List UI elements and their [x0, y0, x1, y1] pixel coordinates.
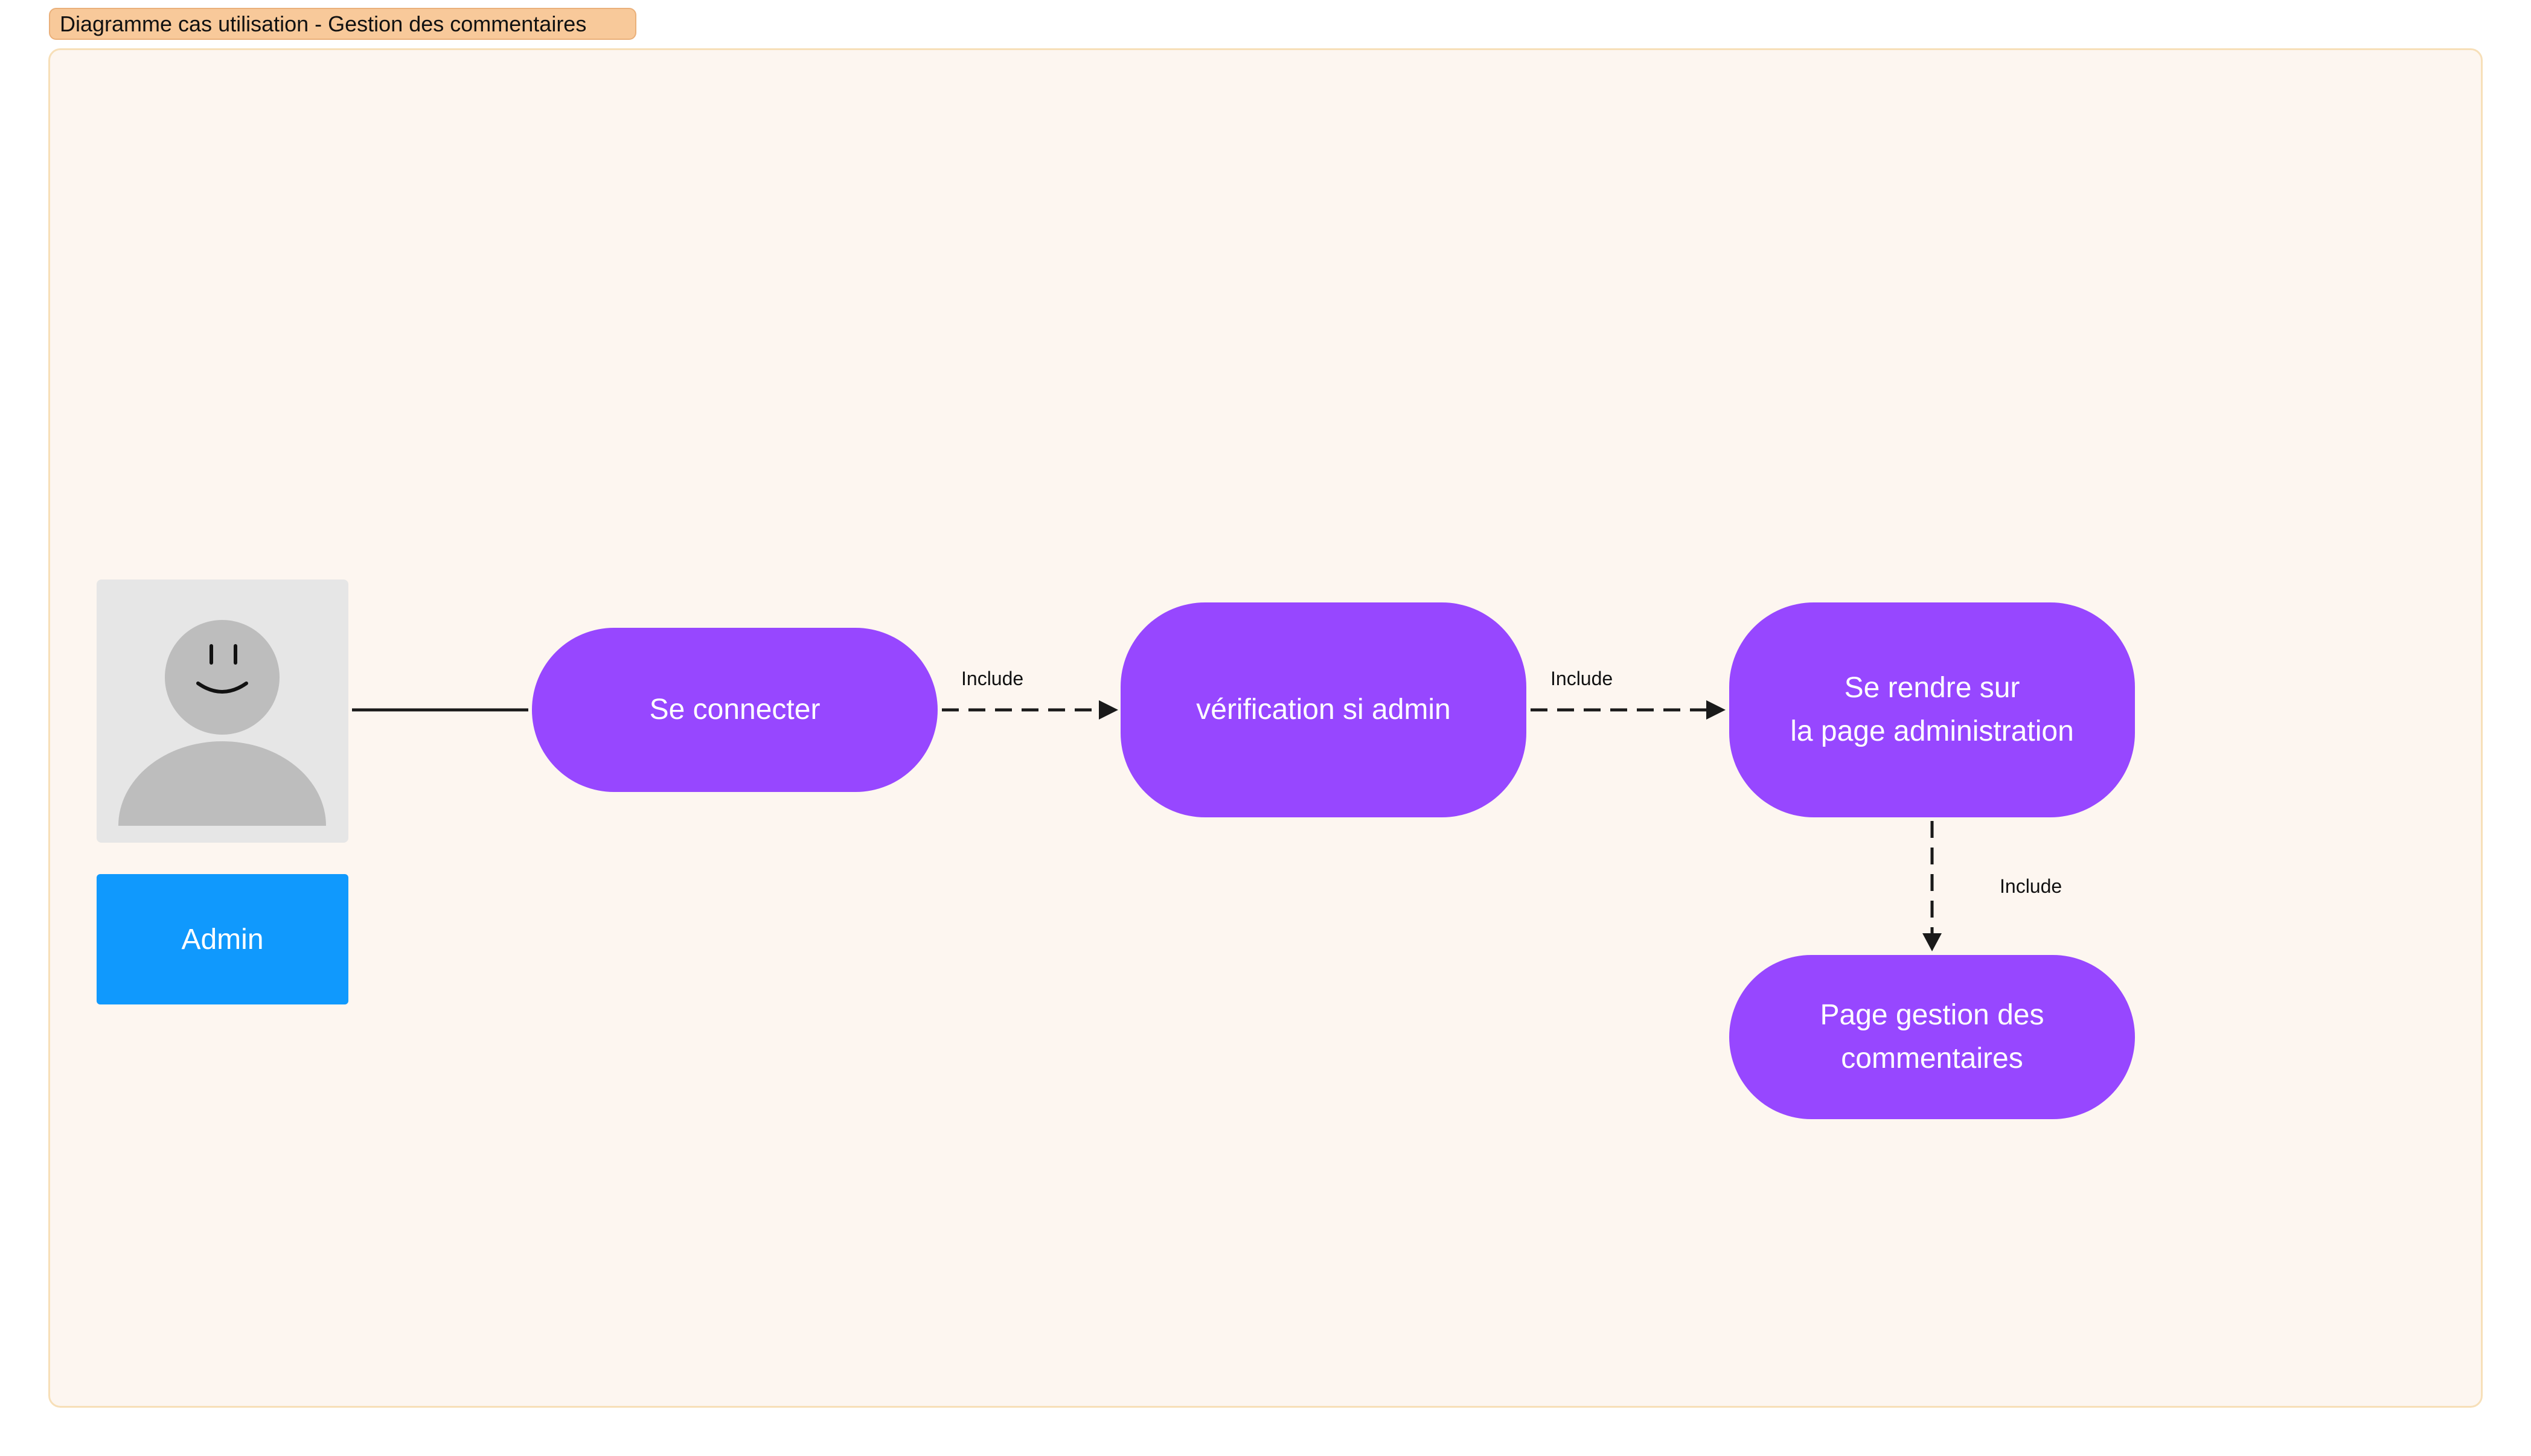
usecase-gestion-commentaires[interactable]: Page gestion des commentaires: [1729, 955, 2135, 1119]
arrowhead-icon: [1922, 933, 1942, 951]
usecase-verification-admin[interactable]: vérification si admin: [1121, 602, 1526, 817]
usecase-label: vérification si admin: [1196, 694, 1451, 726]
usecase-page-administration[interactable]: Se rendre sur la page administration: [1729, 602, 2135, 817]
actor-label: Admin: [97, 874, 348, 1004]
arrowhead-icon: [1099, 700, 1118, 720]
include-label: Include: [961, 668, 1024, 689]
usecase-se-connecter[interactable]: Se connecter: [532, 628, 938, 792]
frame-title: Diagramme cas utilisation - Gestion des …: [49, 8, 636, 40]
usecase-label: Se rendre sur la page administration: [1790, 672, 2074, 747]
arrowhead-icon: [1706, 700, 1726, 720]
smiley-person-icon: [118, 620, 326, 826]
include-arrow-rendre-gestion: [1922, 821, 1942, 951]
include-arrow-connect-verif: [942, 700, 1118, 720]
include-label: Include: [2000, 875, 2062, 897]
include-label: Include: [1550, 668, 1613, 689]
usecase-label: Page gestion des commentaires: [1820, 999, 2044, 1074]
usecase-label: Se connecter: [649, 694, 821, 726]
actor-figure: [97, 580, 348, 843]
include-arrow-verif-rendre: [1531, 700, 1726, 720]
